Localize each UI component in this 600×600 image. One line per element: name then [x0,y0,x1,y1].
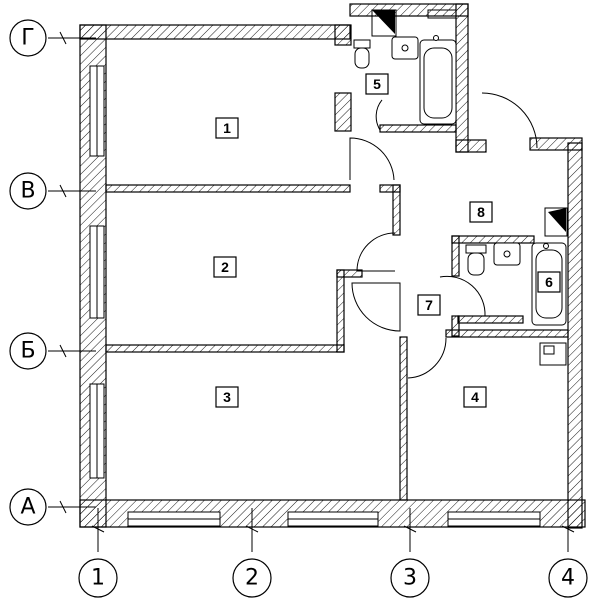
room-label-8: 8 [469,201,493,223]
axis-col-4: 4 [548,558,588,598]
axis-row-label: В [20,179,35,204]
room-label-5: 5 [365,73,389,95]
axis-row-label: Б [20,339,35,364]
room-number: 4 [471,389,479,405]
room-number: 5 [373,76,381,92]
exterior-walls [79,3,586,529]
axis-col-3: 3 [390,558,430,598]
axis-row-label: Г [21,26,34,51]
axis-col-1: 1 [78,558,118,598]
axis-lines [48,31,575,552]
bathroom-6-fixtures [465,207,568,366]
room-number: 7 [425,297,433,313]
axis-col-label: 1 [91,566,105,591]
axis-row-b: Б [9,332,47,370]
room-label-1: 1 [215,117,239,139]
doors [349,92,538,379]
room-label-4: 4 [463,386,487,408]
room-number: 2 [221,259,229,275]
axis-row-g: Г [9,19,47,57]
interior-walls [105,124,569,501]
room-number: 6 [545,274,553,290]
windows [89,65,541,527]
room-number: 3 [223,389,231,405]
room-label-3: 3 [215,386,239,408]
axis-col-label: 4 [561,566,575,591]
axis-col-2: 2 [232,558,272,598]
axis-row-label: А [20,495,35,520]
room-label-6: 6 [537,271,561,293]
axis-col-label: 3 [403,566,417,591]
room-label-2: 2 [213,256,237,278]
room-label-7: 7 [417,294,441,316]
axis-row-v: В [9,172,47,210]
room-number: 8 [477,204,485,220]
room-number: 1 [223,120,231,136]
axis-row-a: А [9,488,47,526]
bathroom-5-fixtures [353,9,457,125]
axis-col-label: 2 [245,566,259,591]
